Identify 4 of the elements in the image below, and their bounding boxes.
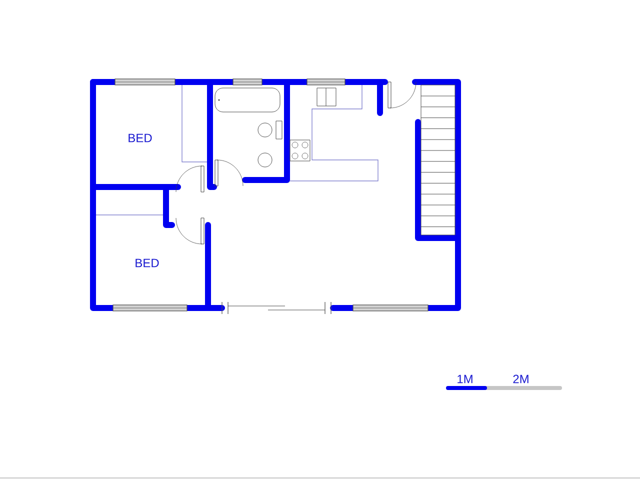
scale-label: 1M	[458, 374, 472, 384]
scale-label: 2M	[513, 374, 528, 384]
room-label: BED	[128, 134, 152, 142]
room-label: BED	[136, 258, 159, 268]
